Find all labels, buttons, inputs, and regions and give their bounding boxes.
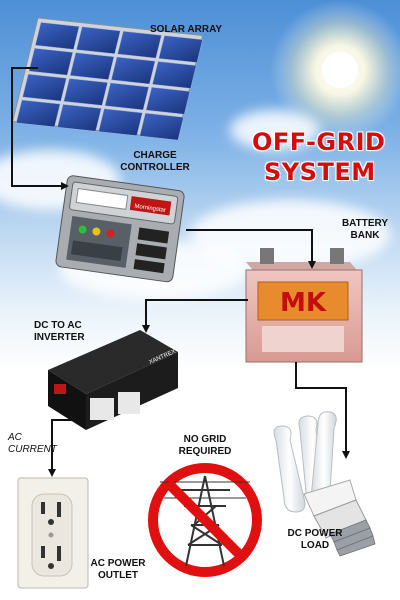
- sun-core: [322, 52, 358, 88]
- label-charge-controller: CHARGE CONTROLLER: [118, 150, 192, 174]
- connection-arrows: [11, 67, 350, 477]
- label-no-grid-line2: REQUIRED: [178, 446, 232, 457]
- label-ac-current-line1: AC: [8, 432, 22, 443]
- label-charge-controller-line1: CHARGE: [133, 150, 177, 161]
- label-battery-bank-line1: BATTERY: [341, 218, 389, 229]
- label-no-grid-line1: NO GRID: [183, 434, 227, 445]
- solar-cell: [76, 26, 121, 55]
- solar-cell: [28, 47, 74, 76]
- label-ac-power-outlet: AC POWER OUTLET: [82, 558, 154, 582]
- dc-power-load-bulb: [273, 411, 376, 557]
- label-charge-controller-line2: CONTROLLER: [120, 162, 190, 173]
- ac-outlet: [17, 477, 89, 589]
- controller-brand-text: Morningstar: [134, 204, 166, 214]
- solar-cell: [15, 99, 61, 128]
- solar-cell: [57, 104, 102, 132]
- label-battery-bank: BATTERY BANK: [336, 218, 394, 242]
- solar-cell: [152, 61, 197, 89]
- label-dc-power-load: DC POWER LOAD: [280, 528, 350, 552]
- solar-cell: [145, 87, 191, 115]
- arrow-battery-to-inverter: [142, 299, 248, 333]
- solar-cell: [139, 112, 184, 141]
- label-dc-power-load-line1: DC POWER: [287, 528, 343, 539]
- solar-cell: [22, 73, 67, 102]
- label-dc-power-load-line2: LOAD: [300, 540, 330, 551]
- inverter: XANTREX: [48, 330, 178, 430]
- solar-cell: [104, 82, 150, 111]
- label-ac-current-line2: CURRENT: [8, 444, 57, 455]
- battery-bank: MK: [245, 248, 363, 363]
- label-inverter-line2: INVERTER: [34, 332, 85, 343]
- label-battery-bank-line2: BANK: [350, 230, 380, 241]
- solar-array: [11, 17, 204, 141]
- solar-cell: [117, 30, 162, 59]
- title-line-2: SYSTEM: [264, 158, 376, 186]
- solar-cell: [158, 35, 203, 63]
- label-no-grid: NO GRID REQUIRED: [168, 434, 242, 458]
- battery-brand-text: MK: [280, 288, 327, 318]
- title-line-1: OFF-GRID: [252, 128, 386, 156]
- solar-cell: [63, 78, 108, 106]
- arrow-inverter-to-outlet: [48, 419, 74, 477]
- label-ac-power-outlet-line2: OUTLET: [98, 570, 138, 581]
- arrow-controller-to-battery: [186, 229, 316, 269]
- solar-cell: [35, 22, 80, 50]
- arrow-battery-to-load: [295, 362, 350, 459]
- label-ac-power-outlet-line1: AC POWER: [90, 558, 146, 569]
- label-ac-current: AC CURRENT: [8, 432, 57, 456]
- arrow-array-to-controller: [11, 67, 69, 190]
- solar-cell: [69, 52, 115, 80]
- solar-cell: [98, 108, 143, 136]
- no-grid-symbol: [148, 463, 262, 577]
- charge-controller: Morningstar: [55, 175, 185, 283]
- label-solar-array: SOLAR ARRAY: [150, 24, 223, 35]
- solar-cell: [110, 56, 156, 85]
- label-inverter-line1: DC TO AC: [34, 320, 82, 331]
- label-inverter: DC TO AC INVERTER: [34, 320, 85, 344]
